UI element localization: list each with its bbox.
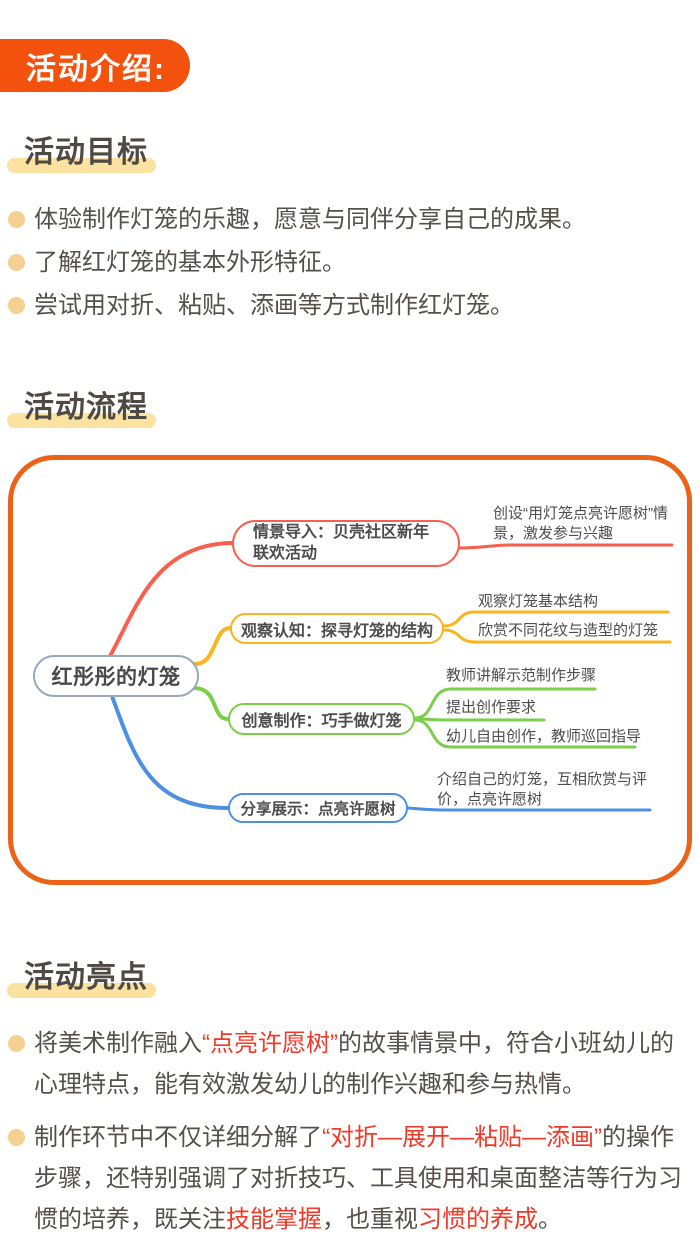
branch1-node: 情景导入：贝壳社区新年联欢活动 xyxy=(232,520,460,567)
goal-item-text: 了解红灯笼的基本外形特征。 xyxy=(34,249,346,276)
branch2-connector xyxy=(193,626,232,666)
goals-heading-highlight xyxy=(7,158,156,173)
branch2-label: 观察认知：探寻灯笼的结构 xyxy=(240,622,433,640)
text-segment: 将美术制作融入 xyxy=(34,1030,202,1057)
branch3-connector xyxy=(193,686,230,721)
highlight-item: 制作环节中不仅详细分解了“对折—展开—粘贴—添画”的操作步骤，还特别强调了对折技… xyxy=(0,1117,700,1240)
mindmap-root-node: 红彤彤的灯笼 xyxy=(33,655,199,697)
flow-heading: 活动流程 xyxy=(7,391,156,428)
bullet-dot-icon xyxy=(8,254,25,271)
branch3-node: 创意制作：巧手做灯笼 xyxy=(228,703,415,735)
branch4-child-label: 介绍自己的灯笼，互相欣赏与评价，点亮许愿树 xyxy=(437,771,648,809)
branch2-child1-label: 观察灯笼基本结构 xyxy=(478,593,599,610)
mindmap-root-label: 红彤彤的灯笼 xyxy=(51,666,181,689)
branch2-child2-underline xyxy=(442,628,672,644)
highlights-section-header: 活动亮点 xyxy=(7,961,700,998)
branch2-node: 观察认知：探寻灯笼的结构 xyxy=(230,613,444,644)
text-segment: 的操作步骤，还特别强调了对折技巧、工具使用和桌面整洁等行为习惯的培养，既关注 xyxy=(34,1124,682,1233)
goal-item: 体验制作灯笼的乐趣，愿意与同伴分享自己的成果。 xyxy=(0,203,700,236)
highlights-heading-text: 活动亮点 xyxy=(24,961,148,994)
branch4-connector xyxy=(110,694,230,810)
goals-section-header: 活动目标 xyxy=(7,136,700,173)
branch4-label: 分享展示：点亮许愿树 xyxy=(240,801,396,818)
branch3-child2-label: 提出创作要求 xyxy=(446,699,537,716)
text-segment: 制作环节中不仅详细分解了 xyxy=(34,1124,322,1151)
highlight-item: 将美术制作融入“点亮许愿树”的故事情景中，符合小班幼儿的心理特点，能有效激发幼儿… xyxy=(0,1023,700,1105)
goal-item-text: 体验制作灯笼的乐趣，愿意与同伴分享自己的成果。 xyxy=(34,206,586,233)
page-header: 活动介绍: xyxy=(0,0,700,92)
branch2-child1-underline xyxy=(442,610,670,628)
flow-heading-highlight xyxy=(7,413,156,428)
text-segment: ，也重视 xyxy=(322,1206,418,1233)
branch2-child2-label: 欣赏不同花纹与造型的灯笼 xyxy=(478,622,659,639)
red-text-segment: 习惯的养成 xyxy=(418,1206,538,1233)
branch1-label: 情景导入：贝壳社区新年联欢活动 xyxy=(253,524,430,562)
bullet-dot-icon xyxy=(8,1129,25,1146)
text-segment: 的故事情景中，符合小班幼儿的心理特点，能有效激发幼儿的制作兴趣和参与热情。 xyxy=(34,1030,674,1098)
highlights-heading: 活动亮点 xyxy=(7,961,156,998)
goal-item-text: 尝试用对折、粘贴、添画等方式制作红灯笼。 xyxy=(34,292,514,319)
branch3-child3-underline xyxy=(413,718,637,749)
branch3-child2-underline xyxy=(413,717,546,722)
highlight-item-text: 制作环节中不仅详细分解了“对折—展开—粘贴—添画”的操作步骤，还特别强调了对折技… xyxy=(34,1117,684,1240)
branch1-connector xyxy=(107,541,234,660)
mindmap-connectors xyxy=(107,541,674,812)
branch3-child3-label: 幼儿自由创作，教师巡回指导 xyxy=(446,728,642,745)
branch1-child-label: 创设“用灯笼点亮许愿树”情景，激发参与兴趣 xyxy=(493,505,668,543)
mindmap-container: 红彤彤的灯笼 情景导入：贝壳社区新年联欢活动 观察认知：探寻灯笼的结构 创意制作… xyxy=(8,455,692,885)
branch4-node: 分享展示：点亮许愿树 xyxy=(228,793,408,823)
flow-section-header: 活动流程 xyxy=(7,391,700,428)
intro-badge: 活动介绍: xyxy=(0,39,190,92)
red-text-segment: “点亮许愿树” xyxy=(202,1030,338,1057)
branch1-child-underline xyxy=(458,543,674,550)
highlight-item-text: 将美术制作融入“点亮许愿树”的故事情景中，符合小班幼儿的心理特点，能有效激发幼儿… xyxy=(34,1023,684,1105)
branch4-child-underline xyxy=(406,806,652,812)
highlights-list: 将美术制作融入“点亮许愿树”的故事情景中，符合小班幼儿的心理特点，能有效激发幼儿… xyxy=(0,1023,700,1240)
highlights-heading-highlight xyxy=(7,983,156,998)
goal-item: 尝试用对折、粘贴、添画等方式制作红灯笼。 xyxy=(0,289,700,322)
goals-heading-text: 活动目标 xyxy=(24,136,148,169)
text-segment: 。 xyxy=(538,1206,562,1233)
red-text-segment: “对折—展开—粘贴—添画” xyxy=(322,1124,602,1151)
intro-badge-label: 活动介绍: xyxy=(26,52,166,86)
bullet-dot-icon xyxy=(8,297,25,314)
bullet-dot-icon xyxy=(8,1035,25,1052)
branch3-child1-underline xyxy=(413,687,597,720)
red-text-segment: 技能掌握 xyxy=(226,1206,322,1233)
bullet-dot-icon xyxy=(8,211,25,228)
goals-list: 体验制作灯笼的乐趣，愿意与同伴分享自己的成果。 了解红灯笼的基本外形特征。 尝试… xyxy=(0,203,700,322)
flow-heading-text: 活动流程 xyxy=(24,391,148,424)
goals-heading: 活动目标 xyxy=(7,136,156,173)
goal-item: 了解红灯笼的基本外形特征。 xyxy=(0,246,700,279)
branch3-label: 创意制作：巧手做灯笼 xyxy=(241,713,402,730)
branch3-child1-label: 教师讲解示范制作步骤 xyxy=(446,667,597,684)
